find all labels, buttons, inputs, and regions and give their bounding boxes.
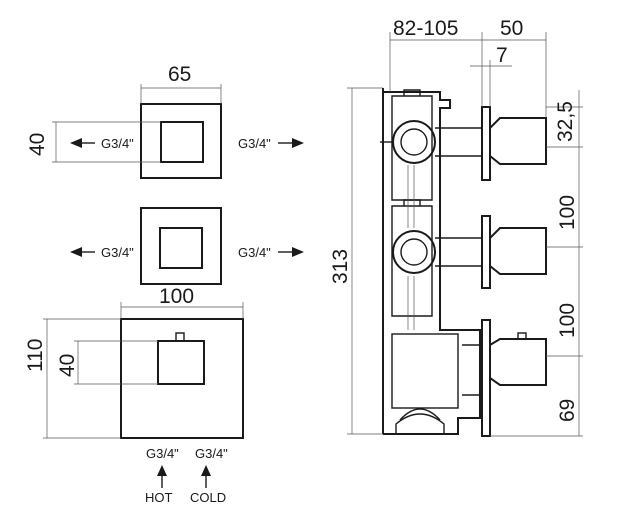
cold-connection: G3/4" COLD [190, 446, 228, 505]
cold-label: COLD [190, 490, 226, 505]
mid-left-connection: G3/4" [70, 245, 134, 260]
side-bottom-label: 69 [556, 399, 579, 422]
side-total-dimension: 313 [329, 87, 383, 435]
side-plate-bottom [481, 319, 491, 437]
top-left-connection: G3/4" [70, 136, 134, 151]
thermostat-plate [120, 318, 244, 439]
side-vertical-dimensions: 32,5 100 100 69 [490, 90, 583, 437]
side-handle-bottom [489, 338, 547, 386]
plate-width-label: 100 [159, 285, 194, 308]
hot-connection-label: G3/4" [146, 446, 179, 461]
side-top-offset-label: 32,5 [554, 101, 577, 142]
top-diverter-plate [140, 103, 222, 179]
plate-knob-label: 40 [56, 354, 79, 377]
middle-valve-circle [392, 230, 436, 274]
arrow-right-icon [292, 138, 304, 148]
mid-left-connection-label: G3/4" [101, 245, 134, 260]
top-width-label: 65 [168, 63, 191, 86]
side-spacing-2-label: 100 [556, 303, 579, 338]
side-depth-label: 82-105 [393, 17, 458, 40]
upper-valve-circle [392, 120, 436, 164]
side-total-label: 313 [329, 249, 352, 284]
plate-width-dimension: 100 [120, 285, 244, 319]
side-depth-dimension: 82-105 50 [389, 17, 547, 118]
plate-knob-dimension: 40 [56, 340, 158, 385]
top-width-dimension: 65 [140, 63, 222, 104]
top-right-connection: G3/4" [238, 136, 304, 151]
side-handle-label: 50 [500, 17, 523, 40]
side-plate-middle [481, 215, 491, 289]
mid-right-connection-label: G3/4" [238, 245, 271, 260]
top-height-label: 40 [26, 133, 49, 156]
arrow-up-icon [157, 465, 167, 476]
side-spacing-1-label: 100 [556, 195, 579, 230]
mid-right-connection: G3/4" [238, 245, 304, 260]
arrow-left-icon [70, 247, 82, 257]
arrow-left-icon [70, 138, 82, 148]
top-left-connection-label: G3/4" [101, 136, 134, 151]
cold-connection-label: G3/4" [195, 446, 228, 461]
top-right-connection-label: G3/4" [238, 136, 271, 151]
arrow-right-icon [292, 247, 304, 257]
middle-diverter-plate [140, 207, 222, 285]
side-gap-label: 7 [496, 44, 508, 67]
hot-label: HOT [145, 490, 173, 505]
plate-height-label: 110 [24, 339, 47, 372]
arrow-up-icon [201, 465, 211, 476]
hot-connection: G3/4" HOT [145, 446, 179, 505]
side-handle-top [489, 117, 547, 165]
top-height-dimension: 40 [26, 121, 161, 163]
side-view [380, 88, 547, 437]
side-gap-dimension: 7 [470, 44, 512, 107]
plate-height-dimension: 110 [24, 318, 121, 439]
side-plate-top [481, 106, 491, 181]
side-handle-middle [489, 227, 547, 275]
